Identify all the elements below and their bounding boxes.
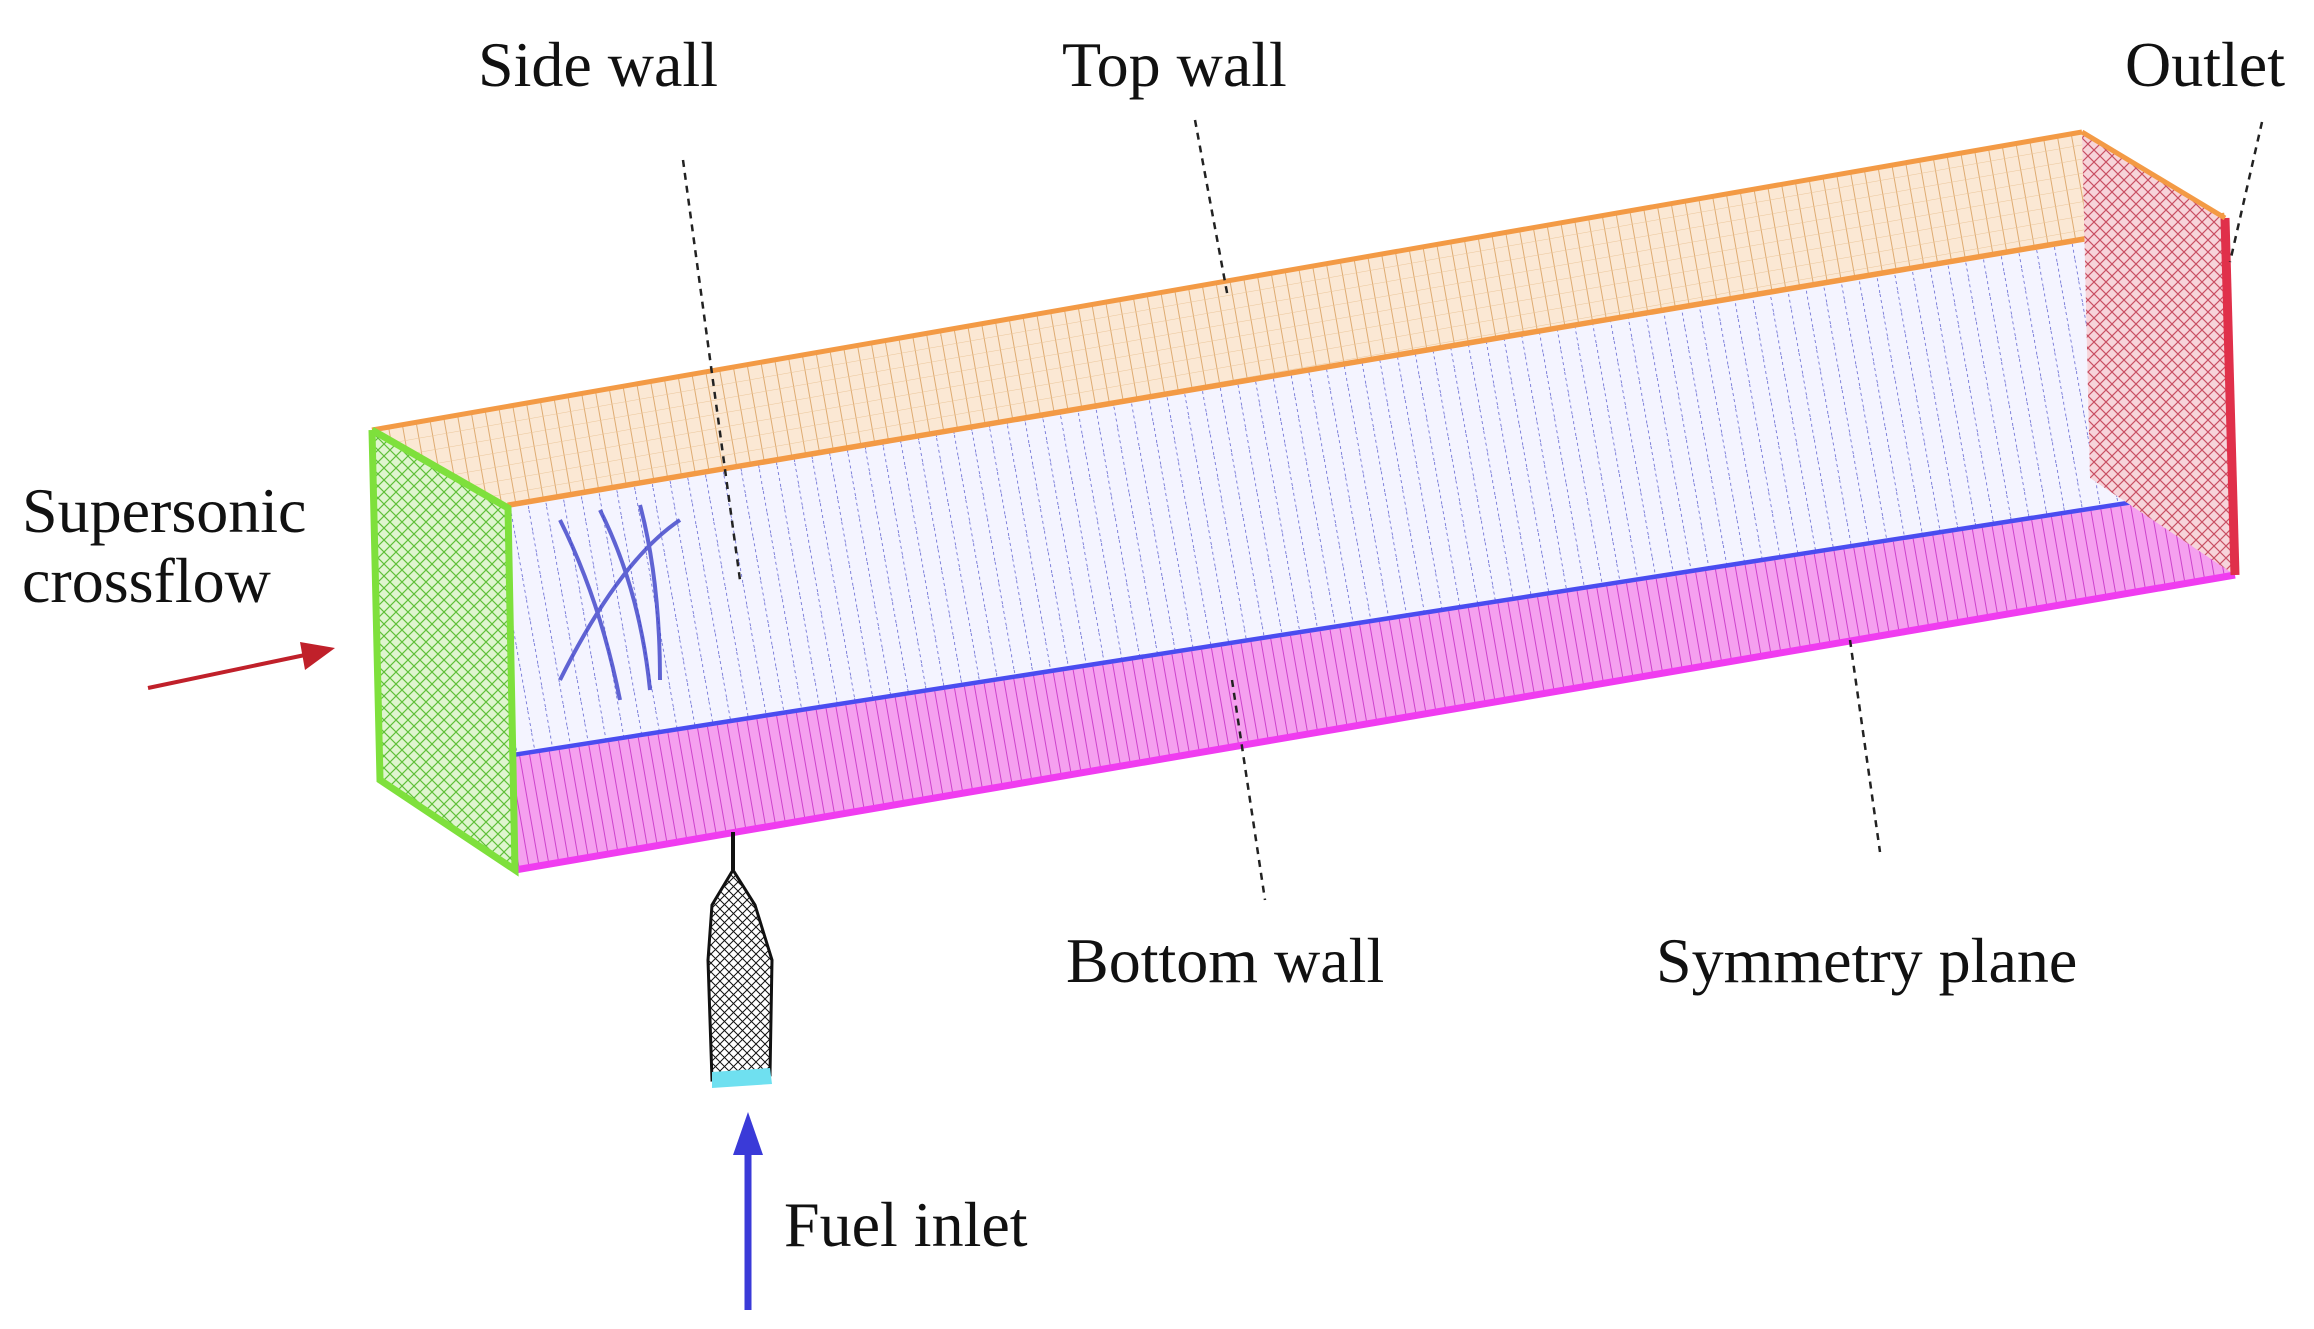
leader-top-wall xyxy=(1193,119,1230,299)
crossflow-arrow xyxy=(147,642,335,690)
leader-outlet xyxy=(2228,121,2264,263)
bottom-wall-mesh xyxy=(508,490,2235,870)
leader-bottom-wall xyxy=(1230,679,1267,901)
fuel-injector xyxy=(706,832,774,1088)
top-wall-mesh xyxy=(372,132,2225,508)
injector-body-mesh xyxy=(708,870,772,1080)
label-crossflow: crossflow xyxy=(22,545,271,616)
top-wall-back-edge xyxy=(371,129,2083,433)
inlet-face-mesh xyxy=(372,430,515,870)
leader-lines xyxy=(681,119,2264,901)
bottom-wall xyxy=(508,490,2236,874)
label-top-wall: Top wall xyxy=(1062,29,1287,100)
label-bottom-wall: Bottom wall xyxy=(1066,925,1384,996)
outlet-face xyxy=(2080,129,2240,576)
inlet-face-edge xyxy=(368,426,519,877)
fuel-inlet-arrow xyxy=(733,1112,763,1310)
leader-side-wall xyxy=(681,159,742,581)
side-wall-mesh xyxy=(508,218,2225,758)
label-side-wall: Side wall xyxy=(478,29,718,100)
label-fuel-inlet: Fuel inlet xyxy=(784,1189,1028,1260)
bottom-wall-front-edge xyxy=(514,571,2236,874)
leader-symmetry-plane xyxy=(1848,639,1882,853)
fuel-inlet-face xyxy=(712,1068,772,1088)
outlet-top-edge xyxy=(2080,129,2227,221)
label-supersonic: Supersonic xyxy=(22,475,306,546)
outlet-edge xyxy=(2220,217,2240,576)
inlet-face xyxy=(368,426,519,877)
label-symmetry-plane: Symmetry plane xyxy=(1656,925,2077,996)
outlet-face-mesh xyxy=(2082,132,2235,575)
label-outlet: Outlet xyxy=(2125,29,2285,100)
side-wall-shock-pattern xyxy=(558,504,682,701)
